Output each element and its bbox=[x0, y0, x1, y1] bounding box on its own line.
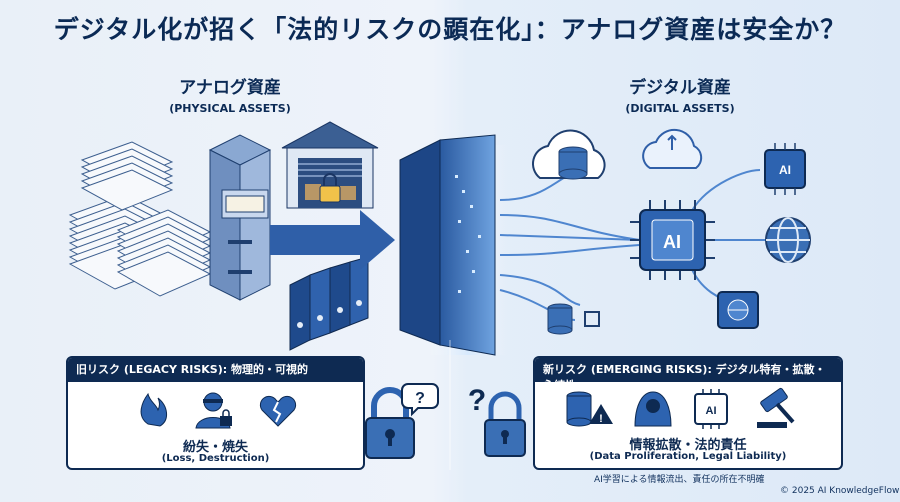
database-icon bbox=[547, 303, 600, 335]
globe-icon bbox=[765, 217, 811, 263]
ai-chip-risk-icon bbox=[694, 389, 728, 429]
digital-section-title: デジタル資産 (DIGITAL ASSETS) bbox=[560, 73, 800, 115]
legacy-icons bbox=[140, 392, 297, 429]
emerging-icons: ! AI bbox=[566, 387, 795, 429]
database-warning-icon: ! bbox=[566, 391, 613, 427]
filing-cabinet-icon bbox=[208, 134, 272, 301]
fire-icon bbox=[140, 392, 167, 427]
digital-title: デジタル資産 bbox=[629, 78, 731, 98]
network-chip-icon bbox=[717, 291, 759, 329]
emerging-risks-panel: 新リスク (EMERGING RISKS): デジタル特有・拡散・永続性 ! A… bbox=[533, 356, 843, 470]
lock-question-icon: ? bbox=[365, 383, 439, 459]
analog-section-title: アナログ資産 (PHYSICAL ASSETS) bbox=[110, 73, 350, 115]
ai-chip-risk-label: AI bbox=[706, 405, 717, 417]
emerging-note: AI学習による情報流出、責任の所在不明確 bbox=[594, 475, 765, 485]
page-title: デジタル化が招く「法的リスクの顕在化」：アナログ資産は安全か？ bbox=[53, 15, 847, 44]
warehouse-icon bbox=[281, 121, 379, 209]
ai-chip-label: AI bbox=[663, 232, 681, 252]
question-lock-icon: ? bbox=[468, 384, 526, 457]
broken-heart-icon bbox=[259, 395, 297, 427]
legacy-risks-header: 旧リスク (LEGACY RISKS): 物理的・可視的 bbox=[68, 358, 363, 382]
ai-chip-small-icon bbox=[764, 143, 806, 195]
binders-icon bbox=[289, 256, 369, 351]
paper-stack-icon bbox=[68, 141, 212, 297]
big-arrow-icon bbox=[270, 210, 395, 270]
question-mark: ? bbox=[468, 384, 486, 417]
emerging-caption-en: (Data Proliferation, Legal Liability) bbox=[589, 451, 787, 462]
ai-chip-icon bbox=[630, 200, 715, 280]
hacker-icon bbox=[634, 391, 672, 427]
emerging-risks-header: 新リスク (EMERGING RISKS): デジタル特有・拡散・永続性 bbox=[535, 358, 841, 392]
analog-subtitle: (PHYSICAL ASSETS) bbox=[169, 102, 291, 115]
gavel-icon bbox=[757, 387, 795, 428]
legacy-risks-panel: 旧リスク (LEGACY RISKS): 物理的・可視的 紛失・焼失 (Loss… bbox=[66, 356, 365, 470]
ai-chip-small-label: AI bbox=[779, 163, 791, 177]
emerging-caption: 情報拡散・法的責任 bbox=[629, 438, 747, 453]
cloud-database-icon bbox=[532, 129, 606, 180]
analog-title: アナログ資産 bbox=[179, 78, 281, 98]
legacy-caption: 紛失・焼失 bbox=[182, 440, 248, 455]
copyright: © 2025 AI KnowledgeFlow bbox=[780, 486, 900, 496]
legacy-caption-en: (Loss, Destruction) bbox=[161, 453, 270, 464]
digital-door-icon bbox=[399, 134, 508, 356]
cloud-sync-icon bbox=[642, 128, 703, 169]
digital-subtitle: (DIGITAL ASSETS) bbox=[625, 102, 735, 115]
bubble-question-mark: ? bbox=[415, 390, 425, 407]
svg-text:!: ! bbox=[599, 413, 603, 425]
thief-icon bbox=[195, 392, 232, 429]
